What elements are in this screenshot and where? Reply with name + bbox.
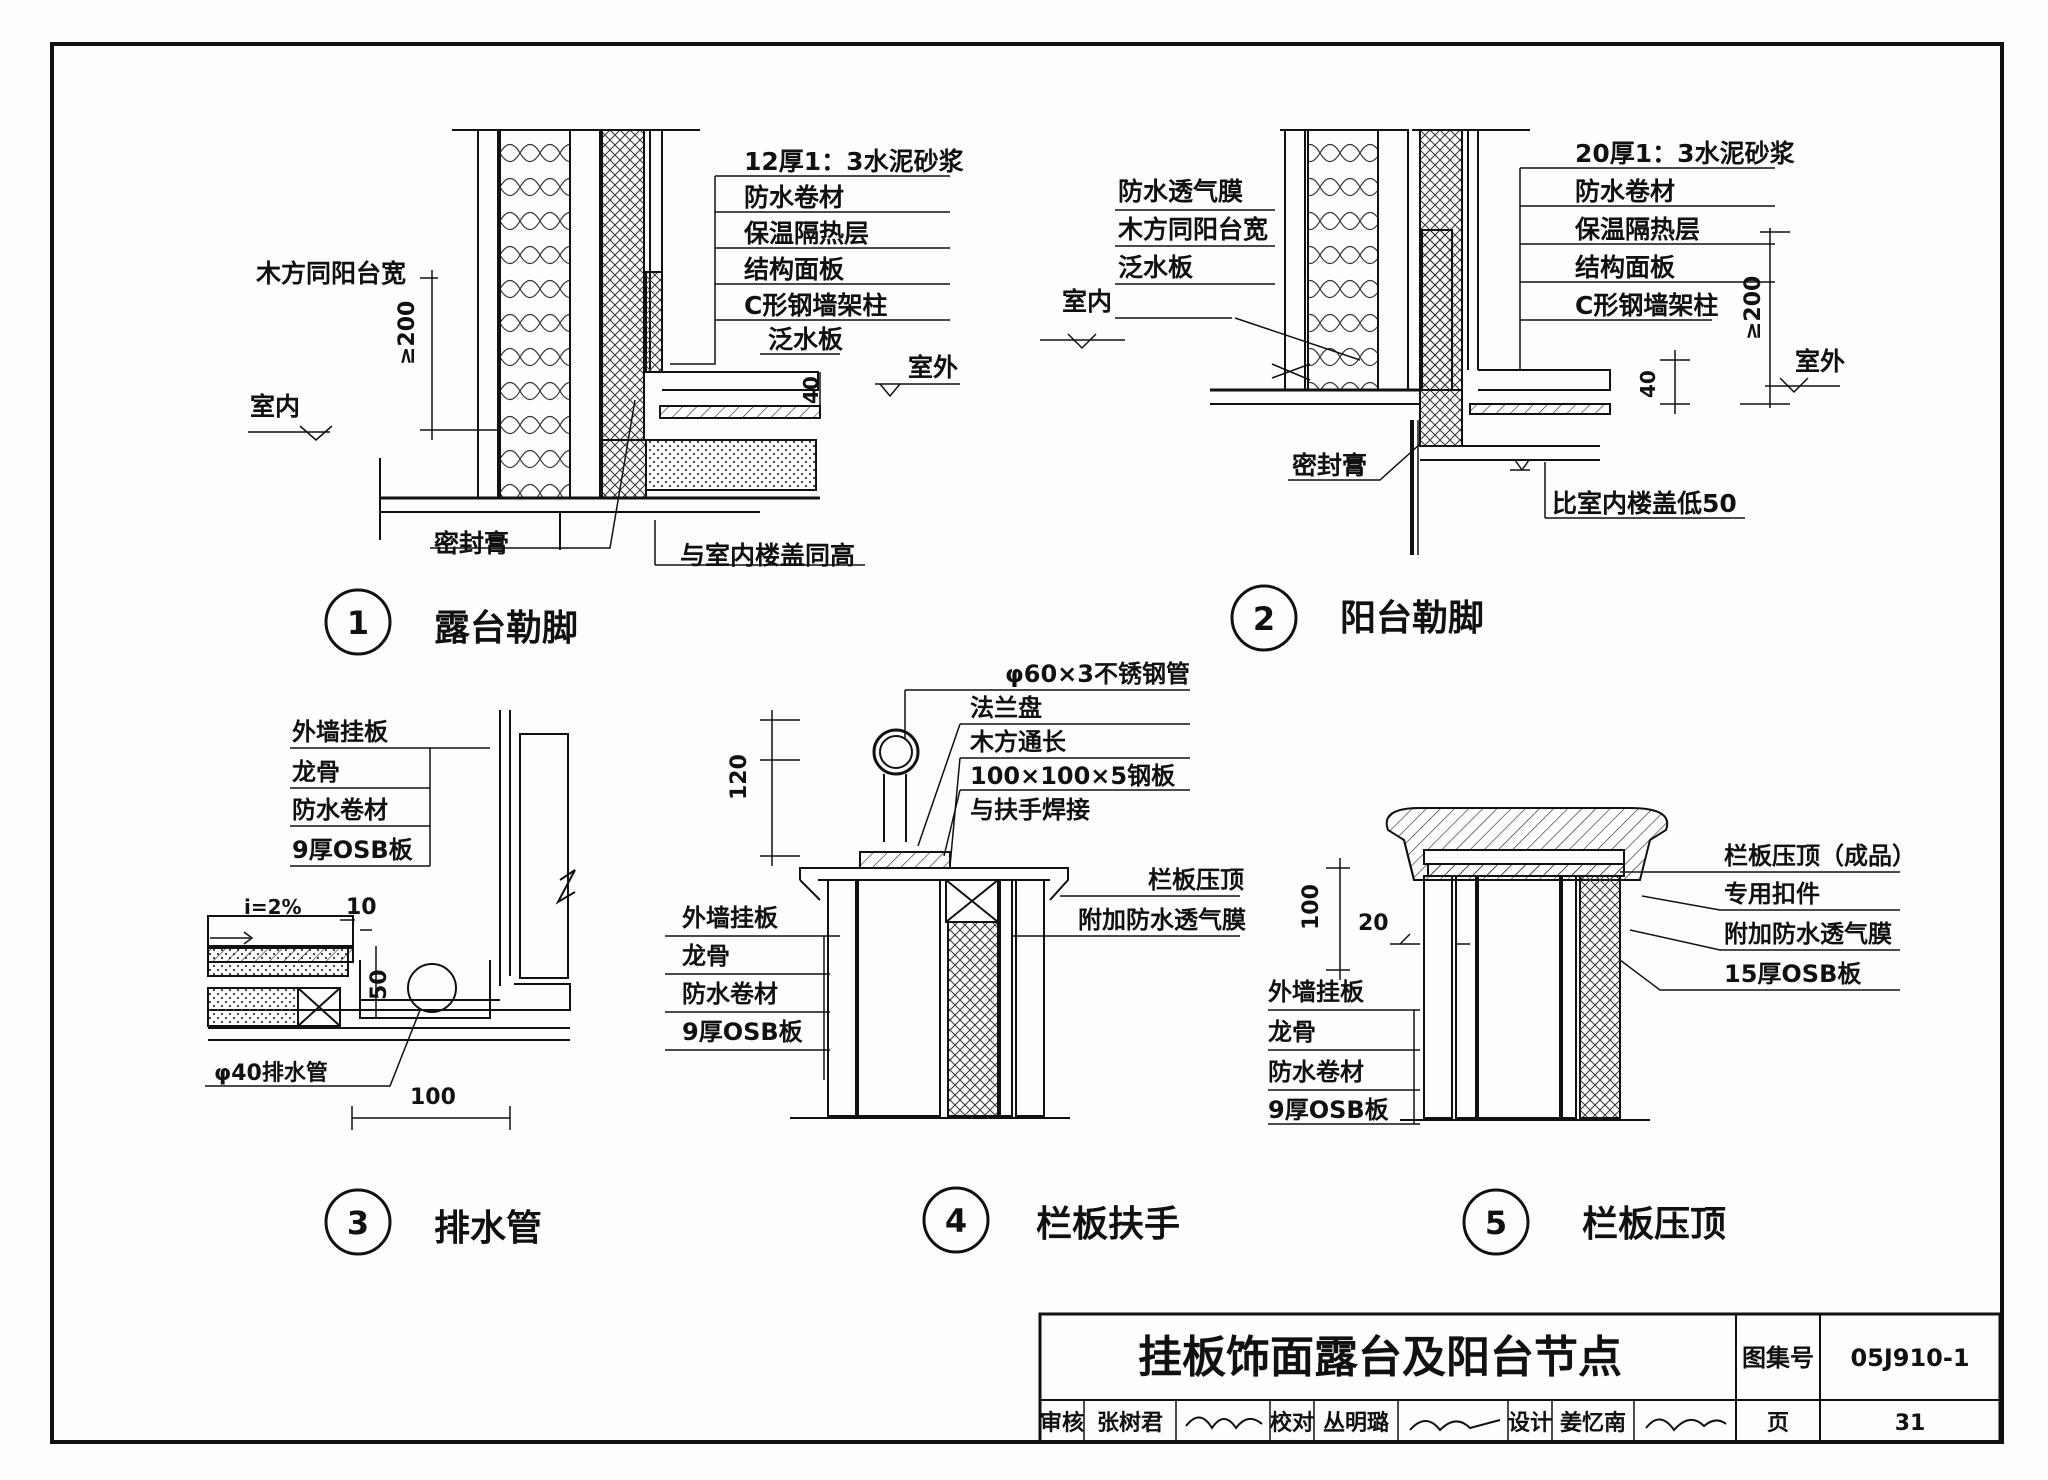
detail-2-dim-200: ≥200 (1741, 276, 1766, 340)
detail-2-title: 阳台勒脚 (1340, 598, 1484, 639)
detail-4-right-label-5: 与扶手焊接 (970, 796, 1090, 824)
detail-1-dim-40: 40 (799, 376, 823, 404)
detail-3-label-3: 防水卷材 (292, 796, 388, 824)
detail-5-left-label-1: 外墙挂板 (1268, 978, 1365, 1006)
detail-2-indoor: 室内 (1062, 287, 1112, 316)
detail-5-left-label-4: 9厚OSB板 (1268, 1096, 1390, 1124)
detail-2-dim-40: 40 (1636, 370, 1660, 398)
detail-2-label-2: 防水卷材 (1575, 177, 1675, 206)
detail-4-dim-120: 120 (727, 754, 752, 800)
detail-3-drawing (207, 710, 576, 1041)
sheet-title: 挂板饰面露台及阳台节点 (1138, 1332, 1622, 1383)
detail-5-left-label-3: 防水卷材 (1268, 1058, 1364, 1086)
page-number: 31 (1895, 1411, 1926, 1436)
title-block-frame (1038, 1312, 2002, 1444)
detail-5-title: 栏板压顶 (1582, 1204, 1726, 1245)
checker-name: 丛明璐 (1323, 1411, 1389, 1436)
detail-1-number: 1 (347, 604, 369, 642)
detail-5-right-label-3: 附加防水透气膜 (1724, 920, 1892, 948)
detail-2-outdoor: 室外 (1795, 347, 1845, 376)
detail-5-leaders (1268, 858, 1900, 1125)
detail-5-right-label-4: 15厚OSB板 (1724, 960, 1862, 988)
detail-4-right-label-2: 法兰盘 (970, 694, 1042, 722)
reviewer-name: 张树君 (1097, 1410, 1163, 1436)
detail-5-right-label-1: 栏板压顶（成品） (1724, 842, 1916, 870)
detail-2-label-5: C形钢墙架柱 (1575, 291, 1718, 320)
detail-1-title: 露台勒脚 (434, 608, 578, 649)
detail-5-dim-100: 100 (1299, 884, 1324, 930)
detail-2-label-4: 结构面板 (1575, 253, 1675, 282)
detail-5-number: 5 (1485, 1204, 1507, 1242)
detail-1-label-4: 结构面板 (744, 255, 844, 284)
detail-4-right-label-6: 栏板压顶 (1148, 866, 1244, 894)
detail-5-left-label-2: 龙骨 (1268, 1018, 1316, 1046)
detail-3-number: 3 (347, 1204, 369, 1242)
detail-1-label-1: 12厚1：3水泥砂浆 (744, 147, 964, 176)
check-label: 校对 (1270, 1410, 1314, 1436)
detail-4-left-label-2: 龙骨 (682, 942, 730, 970)
detail-1-label-6: 泛水板 (768, 325, 843, 354)
detail-1-label-left: 木方同阳台宽 (255, 259, 406, 288)
detail-2-seal: 密封膏 (1292, 451, 1367, 480)
detail-3-dim-100: 100 (410, 1085, 456, 1110)
detail-5-dim-20: 20 (1358, 911, 1389, 936)
detail-4-right-label-3: 木方通长 (969, 728, 1067, 756)
detail-3-label-1: 外墙挂板 (292, 718, 389, 746)
detail-3-label-4: 9厚OSB板 (292, 836, 414, 864)
sheet-border (50, 42, 2004, 1444)
design-label: 设计 (1508, 1411, 1552, 1436)
detail-3-dim-10: 10 (346, 895, 377, 920)
detail-4-title: 栏板扶手 (1036, 1204, 1180, 1245)
detail-4-number-circle (922, 1186, 990, 1254)
detail-4-left-label-3: 防水卷材 (682, 980, 778, 1008)
detail-2-bottom: 比室内楼盖低50 (1552, 489, 1737, 518)
detail-4-left-label-1: 外墙挂板 (682, 904, 779, 932)
detail-2-left-label-2: 木方同阳台宽 (1117, 215, 1268, 244)
detail-2-label-3: 保温隔热层 (1574, 215, 1700, 244)
detail-1-dim-200: ≥200 (395, 301, 420, 365)
detail-4-right-label-7: 附加防水透气膜 (1078, 906, 1246, 934)
detail-2-leaders (1040, 167, 1840, 519)
review-label: 审核 (1040, 1410, 1084, 1436)
detail-1-indoor: 室内 (250, 392, 300, 421)
detail-3-dim-50: 50 (367, 969, 392, 1000)
detail-1-label-2: 防水卷材 (744, 183, 844, 212)
detail-1-label-5: C形钢墙架柱 (744, 291, 887, 320)
reviewer-signature (1185, 1416, 1263, 1430)
detail-3-slope: i=2% (244, 895, 302, 919)
detail-2-drawing (1210, 129, 1611, 555)
detail-4-right-label-1: φ60×3不锈钢管 (1005, 660, 1190, 688)
detail-2-number: 2 (1253, 600, 1275, 638)
detail-1-bottom: 与室内楼盖同高 (680, 541, 855, 570)
detail-3-leaders (205, 747, 511, 1130)
detail-3-label-2: 龙骨 (292, 758, 340, 786)
detail-2-left-label-1: 防水透气膜 (1118, 177, 1243, 206)
detail-1-seal: 密封膏 (434, 529, 509, 558)
detail-2-number-circle (1230, 584, 1298, 652)
detail-2-label-1: 20厚1：3水泥砂浆 (1575, 139, 1795, 168)
detail-1-leaders (248, 175, 960, 566)
checker-signature (1409, 1419, 1501, 1432)
detail-3-number-circle (324, 1188, 392, 1256)
detail-1-label-3: 保温隔热层 (743, 219, 869, 248)
detail-3-pipe: φ40排水管 (214, 1060, 328, 1086)
designer-name: 姜忆南 (1560, 1410, 1626, 1436)
detail-2-left-label-3: 泛水板 (1118, 253, 1193, 282)
detail-1-outdoor: 室外 (908, 353, 958, 382)
page-label: 页 (1767, 1411, 1789, 1436)
detail-4-leaders (665, 689, 1240, 1080)
detail-4-number: 4 (945, 1202, 967, 1240)
detail-4-left-label-4: 9厚OSB板 (682, 1018, 804, 1046)
designer-signature (1645, 1418, 1727, 1432)
detail-5-drawing (1385, 807, 1669, 1121)
detail-5-number-circle (1462, 1188, 1530, 1256)
atlas-no-label: 图集号 (1742, 1344, 1814, 1372)
detail-3-title: 排水管 (434, 1208, 542, 1249)
detail-1-number-circle (324, 588, 392, 656)
detail-5-right-label-2: 专用扣件 (1724, 880, 1820, 908)
atlas-no: 05J910-1 (1850, 1344, 1969, 1372)
detail-4-right-label-4: 100×100×5钢板 (970, 762, 1176, 790)
